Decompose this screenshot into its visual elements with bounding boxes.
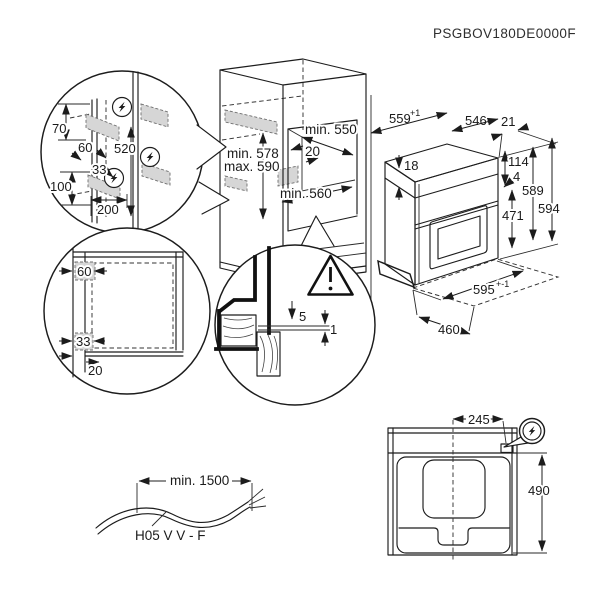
dim-520: 520 <box>114 141 136 156</box>
dim-niche-width: min. 560 <box>280 186 332 201</box>
oven-foot <box>377 259 416 289</box>
dim-70: 70 <box>52 121 66 136</box>
dim-245: 245 <box>468 412 490 427</box>
connection-zone-lower <box>224 175 248 192</box>
clearance-zone <box>74 261 96 281</box>
dim-33: 33 <box>92 162 106 177</box>
wood-section <box>256 331 281 377</box>
connection-zone-upper <box>224 109 278 135</box>
clearance-zone <box>74 332 94 351</box>
detail-circle <box>43 227 211 395</box>
dim-200: 200 <box>97 202 119 217</box>
dim-18: 18 <box>404 158 418 173</box>
dim-60-front: 60 <box>77 264 91 279</box>
detail-side-connection: 70 60 520 33 100 200 <box>40 70 230 234</box>
cavity-outline <box>396 456 511 554</box>
dim-460: 460 <box>438 322 460 337</box>
detail-front-clearance: 60 33 20 <box>43 227 211 395</box>
dim-595-tolerance: +-1 <box>496 279 509 289</box>
door-window-outer <box>429 205 488 270</box>
callout-wedge <box>196 124 227 170</box>
dim-5: 5 <box>299 309 306 324</box>
dim-niche-height-max: max. 590 <box>224 159 280 174</box>
dim-niche-gap: 20 <box>305 144 320 159</box>
cable-type-label: H05 V V - F <box>135 528 206 543</box>
dim-595: 595 <box>473 282 495 297</box>
connection-zone <box>141 162 171 186</box>
callout-wedge <box>198 181 230 215</box>
detail-door-gap: 5 1 <box>214 215 376 406</box>
connection-zone <box>140 103 169 128</box>
dim-100: 100 <box>50 179 72 194</box>
dim-20-front: 20 <box>88 363 102 378</box>
dim-21: 21 <box>501 114 515 129</box>
oven-front-face <box>414 157 499 286</box>
dim-4: 4 <box>513 169 520 184</box>
connection-zone <box>85 113 120 142</box>
hidden-niche-outline <box>91 262 174 349</box>
dim-33-front: 33 <box>76 334 90 349</box>
top-view-outline <box>387 427 518 556</box>
dim-559-tolerance: +1 <box>410 108 420 118</box>
niche-opening <box>287 119 358 232</box>
model-number: PSGBOV180DE0000F <box>433 26 576 41</box>
lightning-icon <box>518 417 546 445</box>
warning-icon <box>307 254 354 296</box>
dim-1: 1 <box>330 322 337 337</box>
lightning-icon <box>139 146 161 168</box>
wood-section <box>220 314 257 347</box>
dim-471: 471 <box>502 208 524 223</box>
dim-niche-height-min: min. 578 <box>227 146 279 161</box>
dim-559: 559 <box>389 111 411 126</box>
cable-wires <box>247 488 267 509</box>
dim-546: 546 <box>465 113 487 128</box>
dim-60: 60 <box>78 140 92 155</box>
dim-cable-length: min. 1500 <box>170 473 229 488</box>
dim-114: 114 <box>508 154 529 169</box>
cabinet-top-face <box>219 58 367 86</box>
lightning-icon <box>103 167 125 189</box>
cable-line <box>95 501 249 529</box>
detail-circle <box>214 244 376 406</box>
connection-box <box>500 443 514 454</box>
inner-cavity <box>422 459 486 519</box>
dim-594: 594 <box>538 201 560 216</box>
lightning-icon <box>111 96 133 118</box>
power-cable: min. 1500 H05 V V - F <box>95 471 267 543</box>
dim-niche-depth: min. 550 <box>305 122 357 137</box>
dim-490: 490 <box>528 483 550 498</box>
top-view: 245 490 <box>387 410 552 560</box>
oven: 559 +1 546 21 18 114 4 471 589 594 595 +… <box>370 108 562 339</box>
floor-projection <box>411 258 560 307</box>
door-window-inner <box>437 215 481 260</box>
callout-wedge <box>299 215 335 249</box>
door-inner-edge <box>398 527 510 546</box>
dim-589: 589 <box>522 183 544 198</box>
